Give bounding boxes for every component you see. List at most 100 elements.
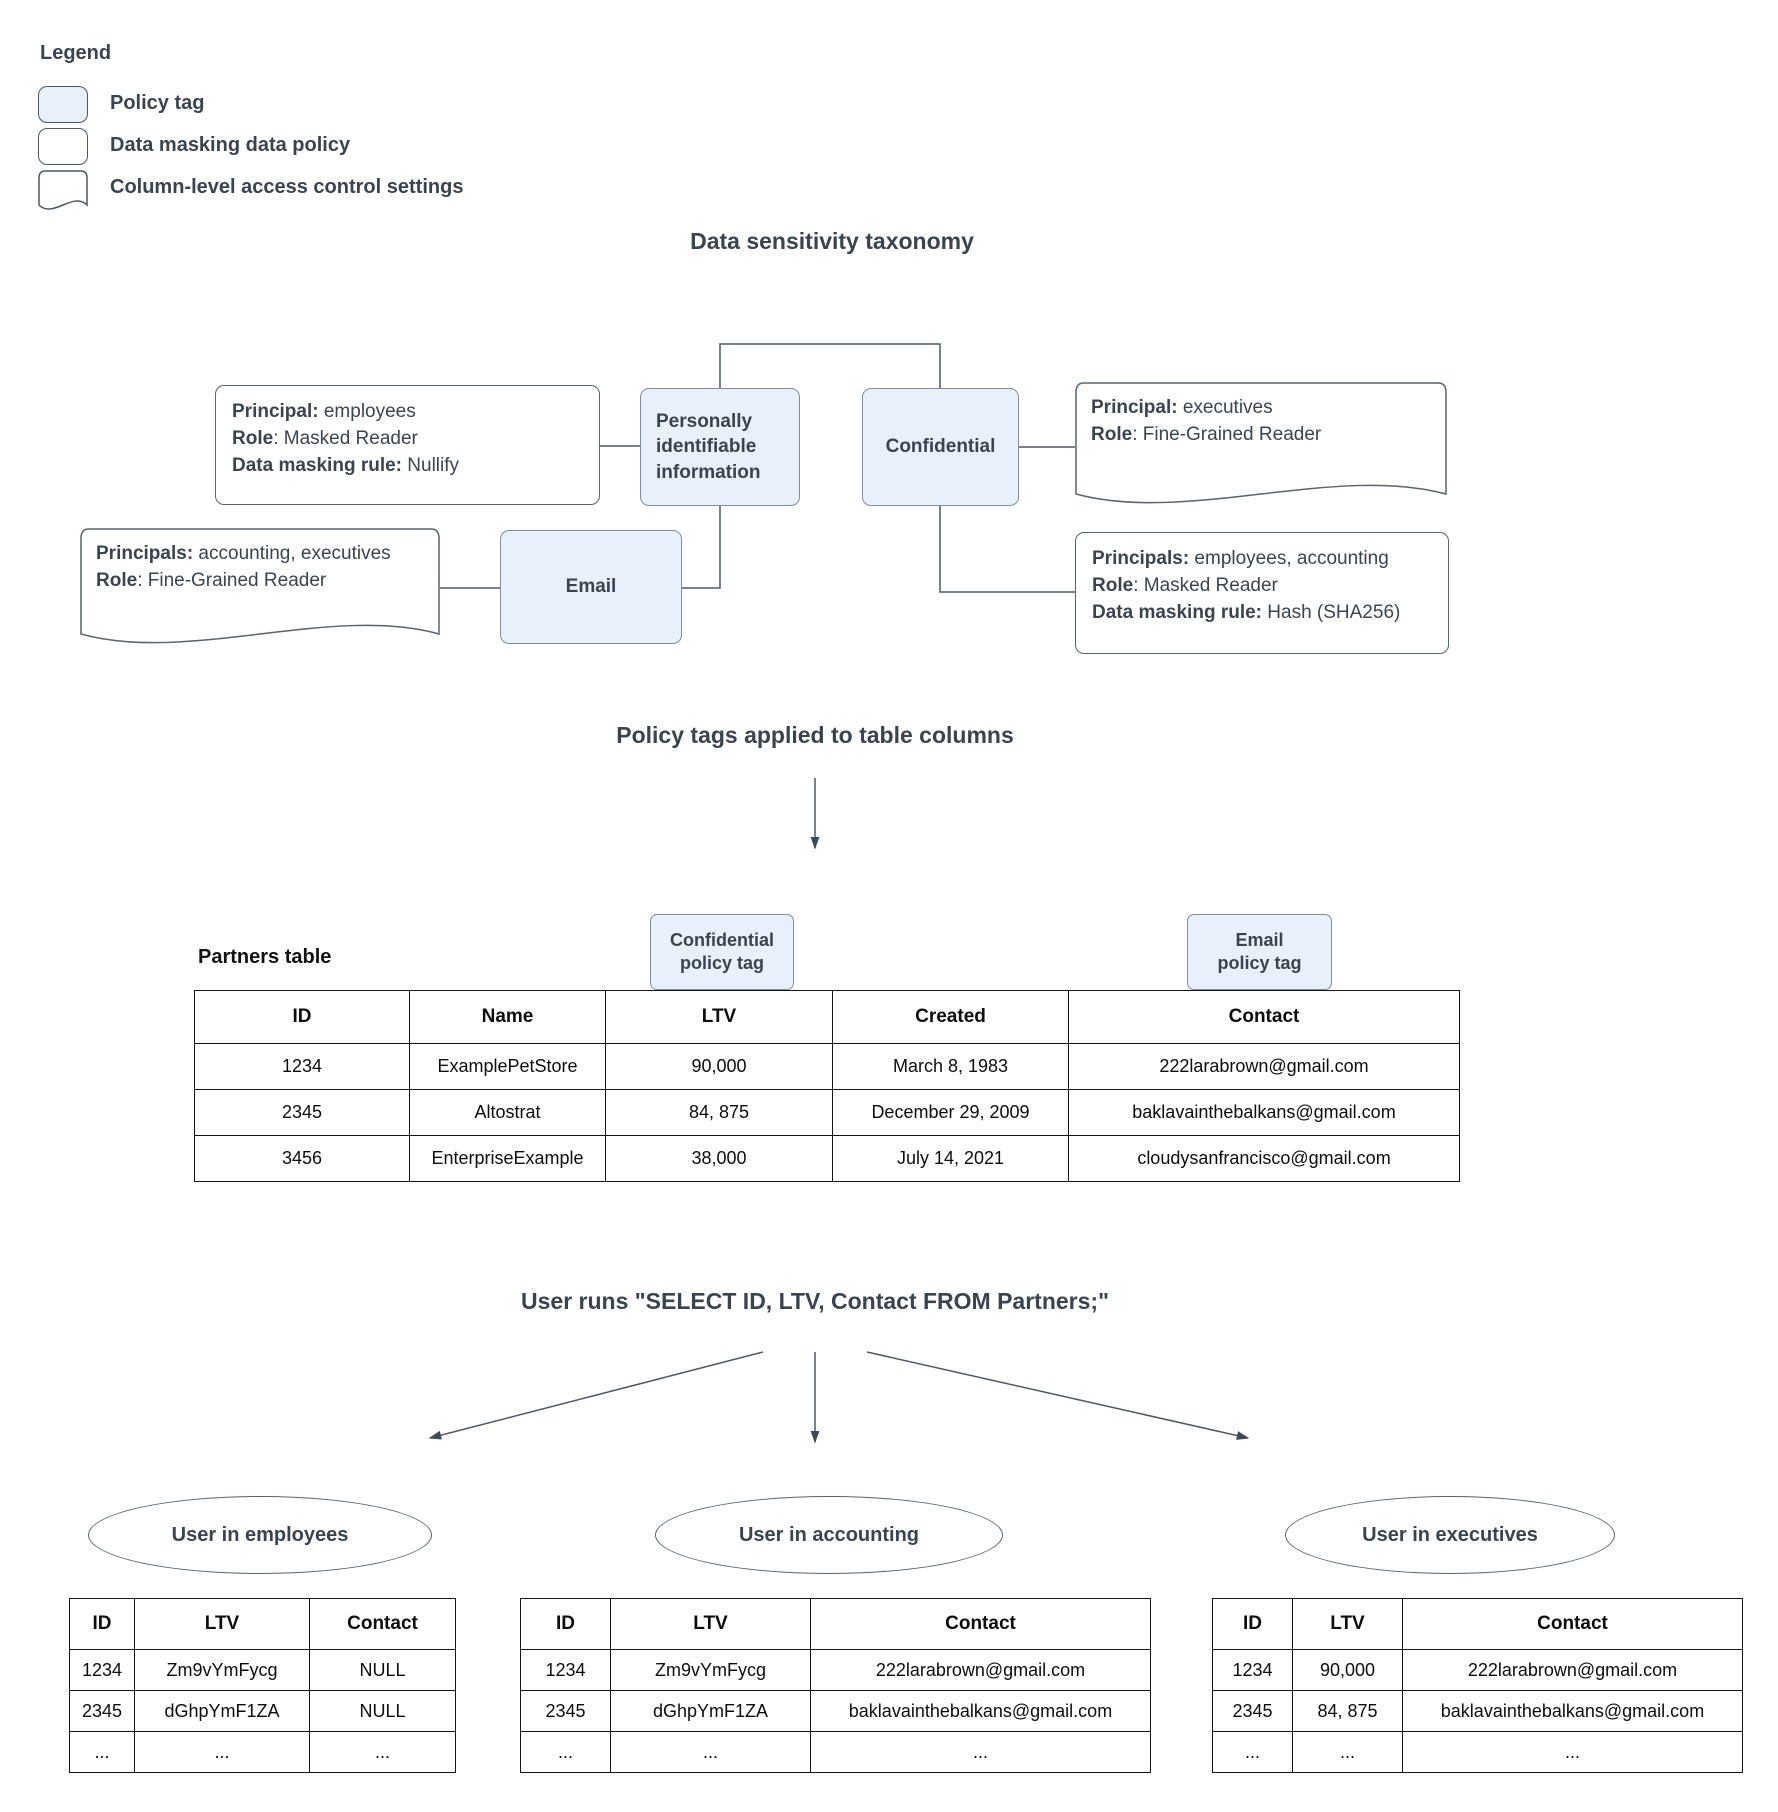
table-cell: EnterpriseExample xyxy=(409,1135,606,1182)
policy-line: Principals: employees, accounting xyxy=(1092,548,1389,569)
table-cell: dGhpYmF1ZA xyxy=(134,1690,310,1732)
table-cell: 3456 xyxy=(194,1135,410,1182)
table-cell: ... xyxy=(1292,1731,1403,1773)
table-cell: 1234 xyxy=(520,1649,611,1691)
table-row: ......... xyxy=(1212,1731,1743,1773)
table-cell: 2345 xyxy=(69,1690,135,1732)
policy-tag-swatch xyxy=(38,86,88,123)
pii-policy-tag-box: Personally identifiable information xyxy=(640,388,800,506)
table-cell: baklavainthebalkans@gmail.com xyxy=(810,1690,1151,1732)
table-cell: 90,000 xyxy=(605,1043,833,1090)
table-cell: 222larabrown@gmail.com xyxy=(810,1649,1151,1691)
connector-pii-email xyxy=(682,506,721,589)
confidential-column-tag-line1: Confidential xyxy=(670,929,774,950)
arrow-query-to-executives xyxy=(866,1351,1250,1440)
table-cell: ... xyxy=(520,1731,611,1773)
data-masking-policy-swatch xyxy=(38,128,88,165)
table-cell: December 29, 2009 xyxy=(832,1089,1069,1136)
column-header: Created xyxy=(832,990,1069,1044)
table-cell: ... xyxy=(134,1731,310,1773)
table-cell: 38,000 xyxy=(605,1135,833,1182)
table-cell: Altostrat xyxy=(409,1089,606,1136)
policy-line: Data masking rule: Nullify xyxy=(232,454,460,476)
table-cell: dGhpYmF1ZA xyxy=(610,1690,811,1732)
column-header: Contact xyxy=(810,1598,1151,1650)
confidential-column-tag: Confidential policy tag xyxy=(650,914,794,990)
connector-taxonomy-bracket xyxy=(719,343,941,388)
policy-line: Data masking rule: Hash (SHA256) xyxy=(1092,601,1401,623)
policy-line: Principal: employees xyxy=(232,401,416,422)
table-cell: ... xyxy=(69,1731,135,1773)
user-employees-label: User in employees xyxy=(171,1523,349,1546)
legend-title: Legend xyxy=(40,42,112,64)
confidential-column-tag-line2: policy tag xyxy=(679,953,764,973)
column-header: LTV xyxy=(610,1598,811,1650)
user-accounting-label: User in accounting xyxy=(738,1523,920,1546)
table-cell: 2345 xyxy=(520,1690,611,1732)
column-header: LTV xyxy=(1292,1598,1403,1650)
column-header: ID xyxy=(194,990,410,1044)
confidential-policy-tag-label: Confidential xyxy=(885,436,996,458)
column-acl-swatch xyxy=(38,170,88,216)
email-column-tag-line1: Email xyxy=(1235,929,1284,950)
user-executives-ellipse: User in executives xyxy=(1285,1496,1615,1574)
table-cell: ... xyxy=(1402,1731,1743,1773)
table-cell: NULL xyxy=(309,1690,456,1732)
column-header: Name xyxy=(409,990,606,1044)
document-shape xyxy=(80,528,440,644)
connector-confidential-masking xyxy=(939,506,1075,593)
table-row: ......... xyxy=(69,1731,456,1773)
table-cell: NULL xyxy=(309,1649,456,1691)
section3-title: User runs "SELECT ID, LTV, Contact FROM … xyxy=(521,1288,1109,1314)
section2-title: Policy tags applied to table columns xyxy=(616,722,1014,748)
document-shape xyxy=(1075,382,1447,504)
table-cell: 1234 xyxy=(194,1043,410,1090)
policy-line: Role: Fine-Grained Reader xyxy=(1091,423,1322,445)
confidential-policy-tag-box: Confidential xyxy=(862,388,1019,506)
table-cell: Zm9vYmFycg xyxy=(134,1649,310,1691)
table-cell: ... xyxy=(810,1731,1151,1773)
table-cell: 1234 xyxy=(1212,1649,1293,1691)
table-cell: ... xyxy=(1212,1731,1293,1773)
policy-line: Role: Masked Reader xyxy=(232,427,418,449)
column-header: Contact xyxy=(1068,990,1460,1044)
table-cell: cloudysanfrancisco@gmail.com xyxy=(1068,1135,1460,1182)
arrow-query-to-employees xyxy=(428,1351,764,1440)
table-cell: Zm9vYmFycg xyxy=(610,1649,811,1691)
table-cell: baklavainthebalkans@gmail.com xyxy=(1402,1690,1743,1732)
pii-policy-tag-label: Personally identifiable information xyxy=(656,410,761,483)
table-cell: baklavainthebalkans@gmail.com xyxy=(1068,1089,1460,1136)
column-header: ID xyxy=(520,1598,611,1650)
table-cell: 84, 875 xyxy=(1292,1690,1403,1732)
legend-item-column-acl: Column-level access control settings xyxy=(110,176,464,198)
user-employees-ellipse: User in employees xyxy=(88,1496,432,1574)
user-executives-label: User in executives xyxy=(1362,1523,1538,1546)
column-header: LTV xyxy=(605,990,833,1044)
legend-item-policy-tag: Policy tag xyxy=(110,92,205,114)
taxonomy-title: Data sensitivity taxonomy xyxy=(690,228,974,254)
table-cell: 222larabrown@gmail.com xyxy=(1068,1043,1460,1090)
column-header: Contact xyxy=(309,1598,456,1650)
policy-line: Principal: executives xyxy=(1091,397,1273,418)
